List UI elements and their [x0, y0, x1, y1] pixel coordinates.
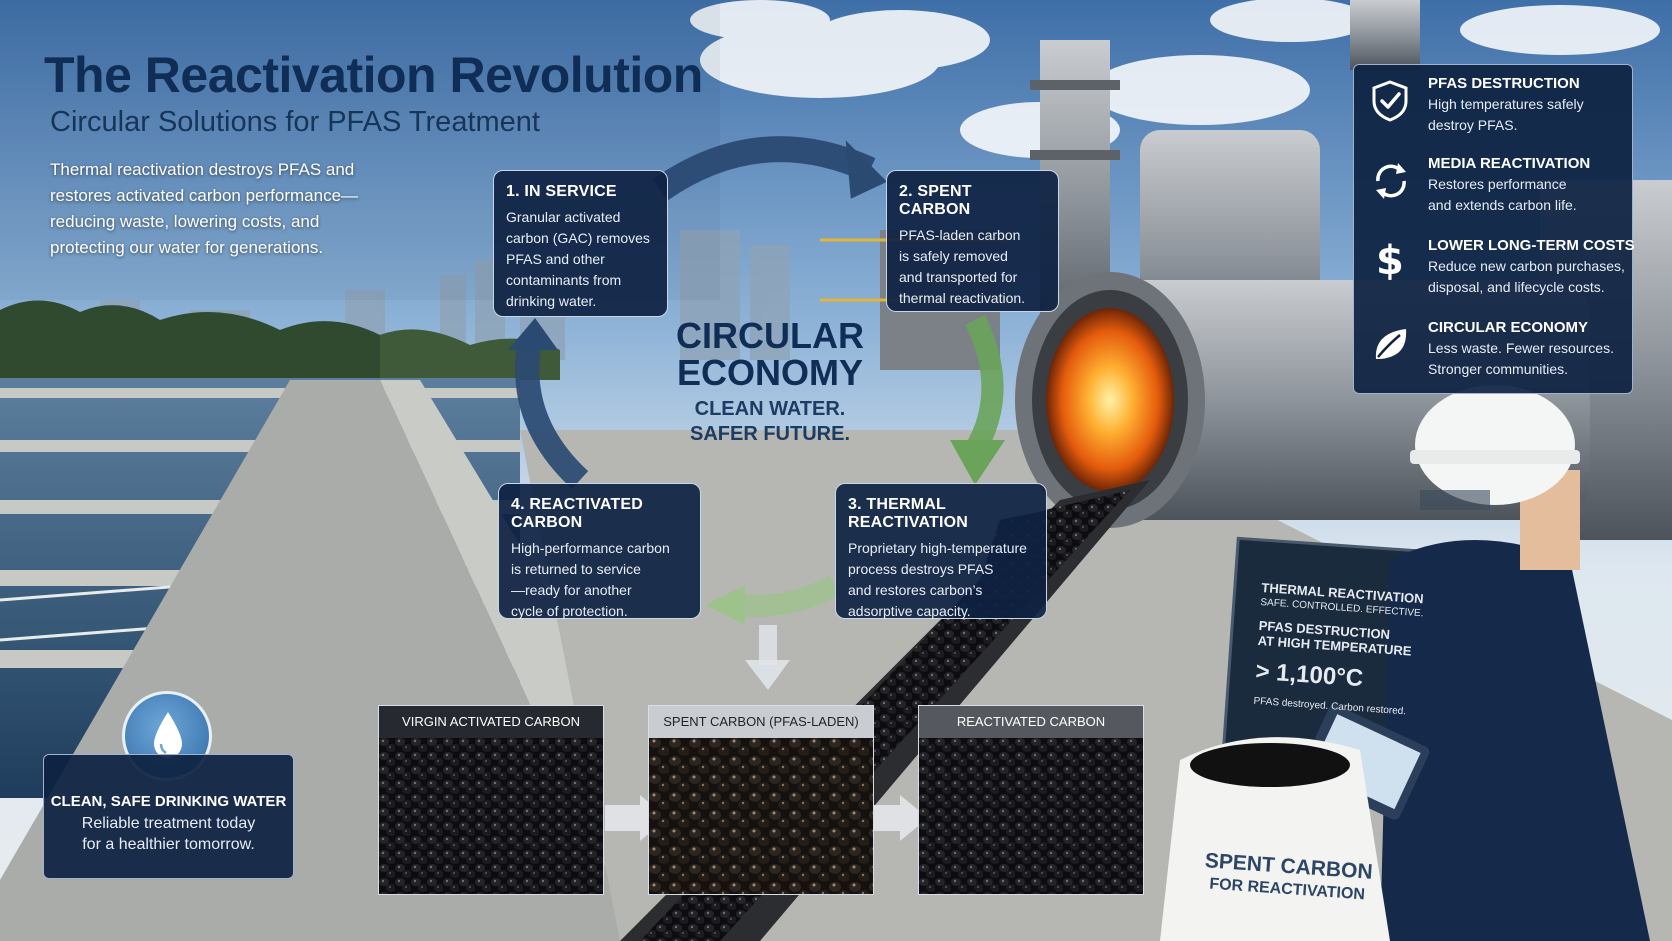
step-line: process destroys PFAS	[848, 561, 994, 577]
sample-label: SPENT CARBON (PFAS-LADEN)	[649, 706, 873, 738]
leaf-icon	[1375, 329, 1407, 359]
sample-virgin-carbon: VIRGIN ACTIVATED CARBON	[378, 705, 604, 895]
step-line: carbon (GAC) removes	[506, 230, 650, 246]
intro-text: Thermal reactivation destroys PFAS and r…	[50, 157, 430, 261]
water-badge-title: CLEAN, SAFE DRINKING WATER	[50, 793, 287, 810]
step-line: thermal reactivation.	[899, 290, 1026, 306]
step-line: —ready for another	[511, 582, 632, 598]
benefits-panel: PFAS DESTRUCTION High temperatures safel…	[1353, 64, 1635, 394]
arrow-head-icon	[745, 660, 790, 690]
step-line: Proprietary high-temperature	[848, 540, 1027, 556]
step-title: 4. REACTIVATED CARBON	[511, 496, 643, 531]
benefit-title: LOWER LONG-TERM COSTS	[1428, 237, 1635, 254]
arrow-in-service-to-spent	[652, 136, 876, 201]
benefit-line: Less waste. Fewer resources.	[1428, 340, 1614, 356]
benefit-line: destroy PFAS.	[1428, 117, 1518, 133]
benefit-line: Reduce new carbon purchases,	[1428, 258, 1625, 274]
arrow-head-icon	[845, 140, 888, 199]
benefit-line: High temperatures safely	[1428, 96, 1584, 112]
step-line: adsorptive capacity.	[848, 603, 971, 619]
step-card-spent-carbon: 2. SPENT CARBON PFAS-laden carbon is saf…	[886, 170, 1059, 312]
step-line: Granular activated	[506, 209, 621, 225]
sample-spent-carbon: SPENT CARBON (PFAS-LADEN)	[648, 705, 874, 895]
sample-label: REACTIVATED CARBON	[919, 706, 1143, 738]
step-card-thermal-reactivation: 3. THERMAL REACTIVATION Proprietary high…	[835, 483, 1047, 619]
water-drop-icon	[154, 712, 182, 758]
dollar-icon: $	[1376, 238, 1404, 284]
thermal-sign: THERMAL REACTIVATION SAFE. CONTROLLED. E…	[1253, 580, 1431, 719]
step-line: contaminants from	[506, 272, 622, 288]
shield-check-icon	[1372, 80, 1408, 122]
step-line: PFAS and other	[506, 251, 605, 267]
arrow-head-icon	[950, 440, 1005, 485]
step-title: 1. IN SERVICE	[506, 183, 617, 200]
benefit-line: disposal, and lifecycle costs.	[1428, 279, 1605, 295]
page-subtitle: Circular Solutions for PFAS Treatment	[50, 106, 540, 138]
center-tagline-line: SAFER FUTURE.	[690, 423, 850, 445]
carbon-granules-image	[379, 738, 603, 894]
benefit-title: MEDIA REACTIVATION	[1428, 155, 1591, 172]
step-card-reactivated-carbon: 4. REACTIVATED CARBON High-performance c…	[498, 483, 701, 619]
arrow-head-icon	[705, 585, 745, 625]
step-card-in-service: 1. IN SERVICE Granular activated carbon …	[493, 170, 668, 317]
carbon-granules-image	[919, 738, 1143, 894]
center-title-line: CIRCULAR	[676, 315, 864, 356]
intro-line: Thermal reactivation destroys PFAS and	[50, 160, 355, 179]
recycle-arrows-icon	[1376, 163, 1406, 199]
circular-economy-center: CIRCULAR ECONOMY CLEAN WATER. SAFER FUTU…	[660, 318, 880, 446]
center-title-line: ECONOMY	[676, 352, 863, 393]
step-title: 3. THERMAL REACTIVATION	[848, 496, 969, 531]
intro-line: reducing waste, lowering costs, and	[50, 212, 320, 231]
step-line: cycle of protection.	[511, 603, 628, 619]
page-title: The Reactivation Revolution	[44, 47, 703, 103]
sample-reactivated-carbon: REACTIVATED CARBON	[918, 705, 1144, 895]
water-badge: CLEAN, SAFE DRINKING WATER Reliable trea…	[43, 754, 294, 879]
center-tagline-line: CLEAN WATER.	[694, 398, 846, 420]
step-line: is returned to service	[511, 561, 641, 577]
arrow-spent-to-thermal	[965, 315, 1004, 456]
step-line: High-performance carbon	[511, 540, 670, 556]
intro-line: restores activated carbon performance—	[50, 186, 359, 205]
arrow-right-icon	[870, 795, 928, 841]
arrow-reactivated-to-in-service	[515, 337, 589, 489]
water-badge-line: for a healthier tomorrow.	[82, 836, 255, 853]
step-line: is safely removed	[899, 248, 1008, 264]
arrow-head-icon	[508, 318, 558, 350]
step-line: PFAS-laden carbon	[899, 227, 1021, 243]
benefit-title: PFAS DESTRUCTION	[1428, 75, 1580, 92]
step-line: and transported for	[899, 269, 1018, 285]
arrow-thermal-to-reactivated	[738, 575, 841, 617]
benefit-line: Restores performance	[1428, 176, 1567, 192]
benefit-line: Stronger communities.	[1428, 361, 1569, 377]
sign-temp: > 1,100°C	[1254, 657, 1364, 693]
sample-label: VIRGIN ACTIVATED CARBON	[379, 706, 603, 738]
step-line: and restores carbon’s	[848, 582, 983, 598]
carbon-granules-image	[649, 738, 873, 894]
intro-line: protecting our water for generations.	[50, 238, 324, 257]
benefit-title: CIRCULAR ECONOMY	[1428, 319, 1588, 336]
arrow-down-shaft	[759, 625, 777, 665]
step-line: drinking water.	[506, 293, 597, 309]
benefit-line: and extends carbon life.	[1428, 197, 1577, 213]
step-title: 2. SPENT CARBON	[899, 183, 972, 218]
water-badge-line: Reliable treatment today	[81, 815, 256, 832]
